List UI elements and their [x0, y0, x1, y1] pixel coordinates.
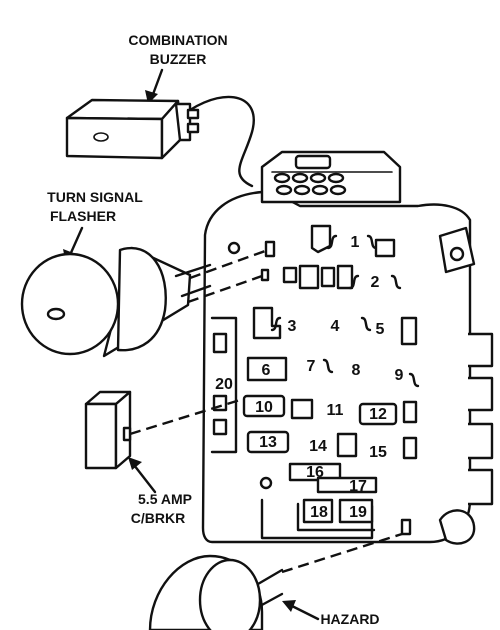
fuse-number-17: 17 — [349, 478, 367, 495]
fuse-number-8: 8 — [352, 362, 361, 379]
turn-signal-flasher — [20, 240, 276, 358]
flasher-label-line1: TURN SIGNAL — [47, 189, 143, 205]
fuse-number-16: 16 — [306, 464, 324, 481]
fuse-numbers: 1 2 3 4 5 6 7 8 9 10 11 12 13 14 15 16 1… — [215, 234, 403, 521]
buzzer-leader-arrow — [145, 68, 164, 104]
fuse-number-14: 14 — [309, 438, 327, 455]
breaker-label-line2: C/BRKR — [131, 510, 185, 526]
flasher-label-line2: FLASHER — [50, 208, 116, 224]
fuse-cavities — [242, 224, 420, 524]
fuse-number-2: 2 — [371, 274, 380, 291]
fuse-number-6: 6 — [262, 362, 271, 379]
breaker-leader-arrow — [128, 457, 157, 494]
fuse-number-1: 1 — [351, 234, 360, 251]
buzzer-label-line1: COMBINATION — [128, 32, 227, 48]
fuse-number-5: 5 — [376, 321, 385, 338]
fuse-number-7: 7 — [307, 358, 316, 375]
fuse-number-10: 10 — [255, 399, 273, 416]
fuse-number-19: 19 — [349, 504, 367, 521]
fuse-number-9: 9 — [395, 367, 404, 384]
fuse-number-3: 3 — [288, 318, 297, 335]
hazard-label: HAZARD — [320, 611, 379, 627]
fuse-number-13: 13 — [259, 434, 277, 451]
buzzer-label-line2: BUZZER — [150, 51, 207, 67]
fuse-number-20: 20 — [215, 376, 233, 393]
hazard-leader-arrow — [282, 600, 320, 621]
fuse-number-12: 12 — [369, 406, 387, 423]
fuse-number-15: 15 — [369, 444, 387, 461]
combination-buzzer — [65, 95, 255, 188]
circuit-breaker — [84, 390, 241, 470]
fuse-number-4: 4 — [331, 318, 340, 335]
breaker-label-line1: 5.5 AMP — [138, 491, 192, 507]
hazard-flasher — [148, 518, 412, 630]
fuse-number-18: 18 — [310, 504, 328, 521]
fuse-number-11: 11 — [327, 402, 344, 419]
